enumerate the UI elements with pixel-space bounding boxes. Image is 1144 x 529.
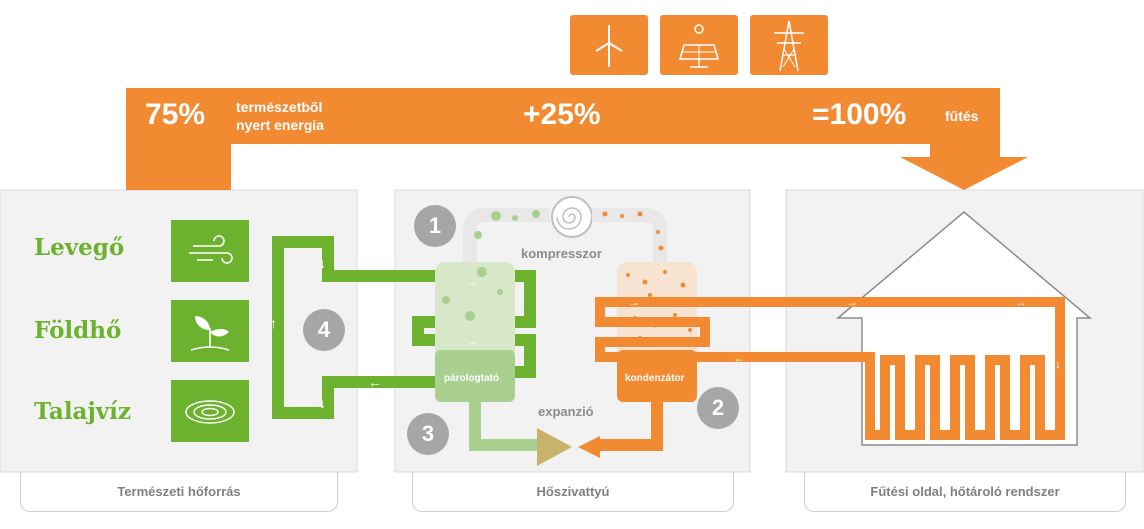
power-tile-grid: [750, 15, 828, 75]
total-percent: =100%: [812, 98, 907, 131]
condenser-liquid: [617, 350, 697, 402]
arrow-down-icon: ↓: [319, 395, 326, 411]
solar-panel-icon: [679, 24, 719, 68]
heating-flow-pipe: [595, 297, 710, 362]
natural-source-caption: Természeti hőforrás: [20, 472, 338, 512]
wind-turbine-icon: [595, 25, 623, 67]
source-label-air: Levegő: [34, 234, 125, 261]
wind-icon: [189, 235, 233, 264]
power-tile-solar: [660, 15, 738, 75]
expansion-label: expanzió: [538, 404, 594, 419]
expansion-pipe-out: [600, 402, 663, 451]
power-tile-wind: [570, 15, 648, 75]
arrow-left-icon: ←: [368, 374, 382, 390]
step-number-1: 1: [414, 205, 456, 247]
evaporator-label: párologtató: [444, 373, 499, 384]
arrow-up-icon: ↑: [270, 315, 277, 331]
arrow-left-icon: ←: [733, 351, 745, 365]
evaporator-liquid: [435, 350, 515, 402]
compressor-label: kompresszor: [521, 246, 602, 261]
heat-pump-caption: Hőszivattyú: [412, 472, 734, 512]
bubble: [497, 289, 503, 295]
arrow-right-icon: →: [466, 275, 478, 289]
step-number-3: 3: [407, 413, 449, 455]
source-tile-air: [171, 220, 249, 282]
energy-band: [126, 88, 1028, 190]
added-percent: +25%: [523, 98, 601, 131]
step-number-2: 2: [697, 387, 739, 429]
natural-text-line1: természetből: [236, 99, 323, 115]
water-ripple-icon: [185, 400, 235, 424]
source-tile-geothermal: [171, 300, 249, 362]
green-loop-pipe: [272, 236, 465, 419]
compressor-icon: [551, 196, 593, 238]
heating-supply-pipe: [690, 297, 1065, 440]
arrow-right-icon: →: [628, 295, 640, 309]
source-tile-groundwater: [171, 380, 249, 442]
arrow-right-icon: →: [846, 295, 858, 309]
suction-pipe: [463, 208, 550, 262]
green-pipe-to-evaporator: [322, 262, 536, 378]
bubble: [442, 296, 450, 304]
arrow-right-icon: →: [466, 334, 478, 348]
discharge-pipe: [592, 208, 667, 262]
natural-percent: 75%: [145, 98, 206, 131]
total-text: fűtés: [945, 108, 979, 124]
natural-text-line2: nyert energia: [236, 117, 324, 133]
heating-side-caption: Fűtési oldal, hőtároló rendszer: [804, 472, 1126, 512]
condenser-label: kondenzátor: [625, 373, 685, 384]
arrow-right-icon: →: [1015, 295, 1027, 309]
sprout-icon: [190, 316, 230, 351]
source-label-groundwater: Talajvíz: [34, 398, 131, 425]
arrow-down-icon: ↓: [319, 255, 326, 271]
step-number-4: 4: [303, 309, 345, 351]
arrow-left-icon: [578, 436, 600, 458]
source-label-geothermal: Földhő: [34, 317, 122, 344]
bubble: [477, 267, 487, 277]
expansion-pipe-in: [469, 402, 540, 451]
bubble: [465, 311, 475, 321]
power-pylon-icon: [774, 20, 804, 72]
arrow-down-icon: ↓: [1055, 357, 1061, 371]
expansion-valve-icon: [537, 428, 572, 466]
